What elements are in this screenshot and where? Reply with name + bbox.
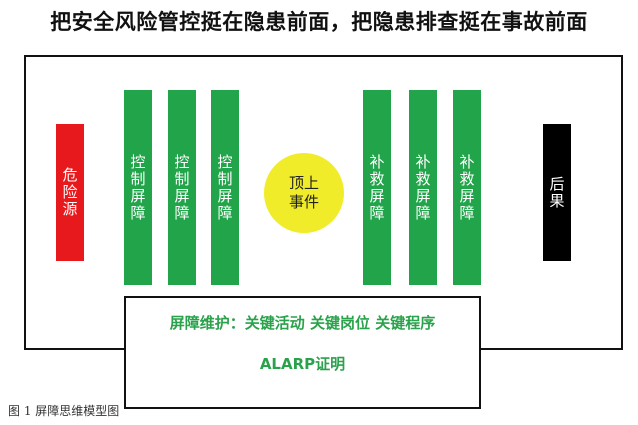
top-event-circle: 顶上事件 (264, 153, 344, 233)
top-event-label: 顶上事件 (288, 174, 319, 211)
diagram-title: 把安全风险管控挺在隐患前面，把隐患排查挺在事故前面 (50, 10, 588, 34)
maintenance-line-1: 屏障维护：关键活动 关键岗位 关键程序 (169, 314, 436, 332)
maintenance-line-2: ALARP证明 (259, 355, 346, 373)
barrier-maintenance-box: 屏障维护：关键活动 关键岗位 关键程序 ALARP证明 (124, 296, 481, 409)
hazard-box: 危险源 (56, 124, 84, 261)
consequence-box: 后果 (543, 124, 571, 261)
control-barrier-3: 控制屏障 (211, 90, 239, 285)
recovery-barrier-3: 补救屏障 (453, 90, 481, 285)
recovery-barrier-1: 补救屏障 (363, 90, 391, 285)
figure-caption: 图 1 屏障思维模型图 (8, 404, 120, 418)
control-barrier-2: 控制屏障 (168, 90, 196, 285)
recovery-barrier-2: 补救屏障 (409, 90, 437, 285)
control-barrier-1: 控制屏障 (124, 90, 152, 285)
